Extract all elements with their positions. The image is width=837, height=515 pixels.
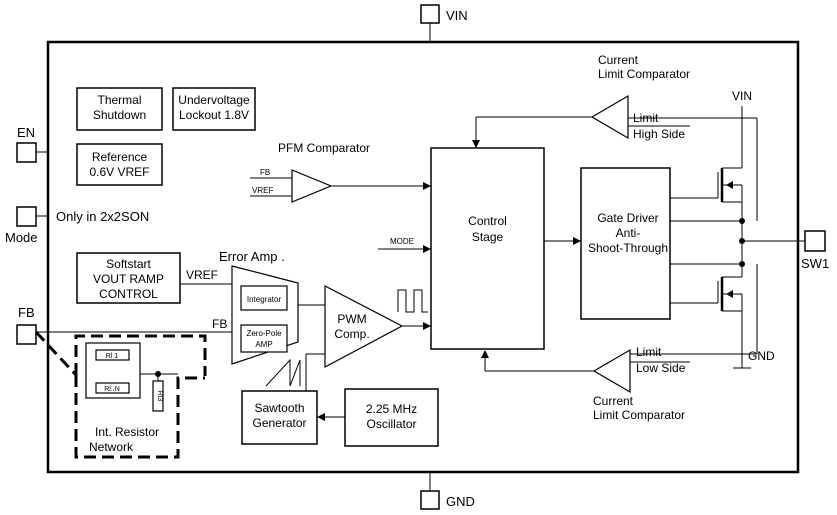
en-pin-label: EN	[17, 125, 35, 140]
vin-pin[interactable]: VIN	[420, 4, 468, 42]
pwm-label-2: Comp.	[334, 327, 369, 341]
mode-pin[interactable]: Mode Only in 2x2SON	[5, 206, 149, 245]
reference-label-1: Reference	[92, 150, 148, 164]
limit-low-label-2: Low Side	[636, 361, 686, 375]
thermal-label-2: Shutdown	[93, 108, 146, 122]
sw1-pin-label: SW1	[801, 256, 829, 271]
uvlo-label-2: Lockout 1.8V	[179, 108, 249, 122]
vin-pin-label: VIN	[446, 8, 468, 23]
limit-low-label-1: Limit	[636, 345, 662, 359]
softstart-block: Softstart VOUT RAMP CONTROL	[76, 252, 181, 304]
zero-pole-label-2: AMP	[255, 340, 272, 349]
switch-vin-label: VIN	[732, 89, 752, 103]
reference-block: Reference 0.6V VREF	[76, 143, 163, 186]
softstart-label-1: Softstart	[106, 257, 151, 271]
current-limit-bottom-label-1: Current	[593, 394, 634, 408]
sawtooth-generator-block: Sawtooth Generator	[241, 358, 318, 445]
thermal-shutdown-block: Thermal Shutdown	[76, 87, 163, 131]
limit-high-label-1: Limit	[633, 111, 659, 125]
control-stage-block: Control Stage	[430, 147, 545, 350]
pfm-vref-label: VREF	[252, 186, 273, 195]
pwm-comparator: PWM Comp.	[305, 285, 431, 391]
current-limit-top-label-2: Limit Comparator	[598, 67, 690, 81]
gate-driver-block: Gate Driver Anti- Shoot-Through	[580, 167, 671, 320]
pwm-label-1: PWM	[337, 312, 366, 326]
mode-input-label: MODE	[390, 237, 414, 246]
switch-gnd-label: GND	[748, 349, 775, 363]
uvlo-label-1: Undervoltage	[178, 93, 250, 107]
softstart-label-2: VOUT RAMP	[93, 272, 164, 286]
high-side-mosfet: VIN	[670, 89, 752, 236]
fb-pin[interactable]: FB	[16, 305, 37, 345]
limit-high-label-2: High Side	[633, 127, 685, 141]
gate-driver-label-2: Anti-	[616, 226, 641, 240]
sawtooth-label-1: Sawtooth	[254, 401, 304, 415]
pfm-fb-label: FB	[260, 168, 270, 177]
resistor-r1-label: Rl 1	[106, 353, 119, 360]
pfm-comparator-label: PFM Comparator	[278, 141, 370, 155]
error-amp-label: Error Amp .	[219, 249, 285, 264]
current-limit-comparator-low: Limit Low Side Current Limit Comparator	[481, 345, 742, 422]
zero-pole-label-1: Zero-Pole	[246, 329, 282, 338]
chip-outline	[46, 40, 800, 474]
en-pin[interactable]: EN	[16, 125, 48, 163]
gate-driver-label-1: Gate Driver	[597, 211, 658, 225]
pfm-comparator: PFM Comparator FB VREF	[250, 141, 431, 203]
switch-node	[670, 117, 805, 355]
gnd-pin-label: GND	[446, 494, 475, 509]
low-side-mosfet: GND	[670, 246, 775, 369]
resistor-network: Rl 1 Rl..N Rl3 Int. Resistor Network	[34, 330, 207, 459]
fb-line: FB	[36, 317, 232, 333]
current-limit-top-label-1: Current	[598, 53, 639, 67]
fb-pin-label: FB	[18, 305, 35, 320]
gnd-pin[interactable]: GND	[420, 472, 475, 510]
sawtooth-label-2: Generator	[252, 416, 306, 430]
ea-vref-label: VREF	[186, 268, 218, 282]
mode-pin-label: Mode	[5, 230, 38, 245]
undervoltage-lockout-block: Undervoltage Lockout 1.8V	[172, 87, 256, 131]
control-stage-label-2: Stage	[472, 230, 504, 244]
reference-label-2: 0.6V VREF	[89, 165, 149, 179]
current-limit-comparator-high: Current Limit Comparator Limit High Side	[472, 53, 742, 148]
resistor-network-label-1: Int. Resistor	[95, 425, 159, 439]
sw1-pin[interactable]: SW1	[801, 230, 829, 271]
oscillator-label-2: Oscillator	[366, 417, 416, 431]
error-amp: Error Amp . Integrator Zero-Pole AMP VRE…	[180, 249, 325, 365]
current-limit-bottom-label-2: Limit Comparator	[593, 408, 685, 422]
thermal-label-1: Thermal	[97, 93, 141, 107]
resistor-network-label-2: Network	[89, 440, 134, 454]
mode-input: MODE	[378, 237, 431, 253]
ea-fb-label: FB	[212, 317, 227, 331]
mode-pin-note: Only in 2x2SON	[56, 209, 149, 224]
resistor-r3-label: Rl3	[156, 391, 163, 402]
oscillator-label-1: 2.25 MHz	[366, 402, 417, 416]
integrator-label: Integrator	[247, 295, 282, 304]
gate-driver-label-3: Shoot-Through	[588, 241, 668, 255]
control-stage-label-1: Control	[468, 214, 507, 228]
resistor-rn-label: Rl..N	[104, 386, 120, 393]
oscillator-block: 2.25 MHz Oscillator	[317, 388, 439, 447]
softstart-label-3: CONTROL	[99, 287, 158, 301]
